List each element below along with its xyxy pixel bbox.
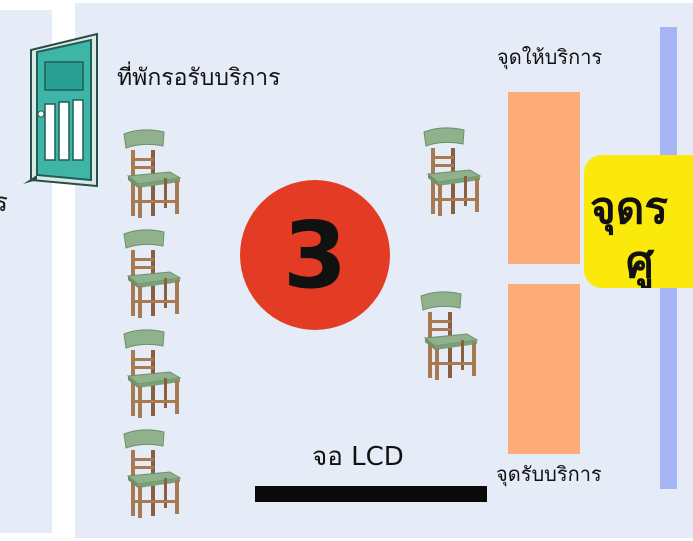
queue-number: 3 [282, 201, 347, 309]
chair-icon [120, 228, 182, 320]
chair-icon [417, 290, 479, 382]
lcd-screen-label: จอ LCD [312, 442, 404, 472]
queue-number-badge: 3 [240, 180, 390, 330]
left-panel-partial-text: ร [0, 188, 8, 218]
waiting-area-label: ที่พักรอรับบริการ [117, 65, 281, 91]
lcd-screen [255, 486, 487, 502]
door-icon [23, 32, 98, 188]
chair-icon [120, 428, 182, 520]
service-point-label: จุดให้บริการ [497, 45, 603, 69]
service-center-sign: จุดร ศู [584, 155, 693, 288]
receive-counter [508, 284, 580, 454]
sign-text-line-2: ศู [626, 237, 654, 288]
service-counter [508, 92, 580, 264]
chair-icon [420, 126, 482, 218]
chair-icon [120, 128, 182, 220]
chair-icon [120, 328, 182, 420]
sign-text-line-1: จุดร [590, 183, 668, 234]
receive-point-label: จุดรับบริการ [496, 462, 602, 486]
